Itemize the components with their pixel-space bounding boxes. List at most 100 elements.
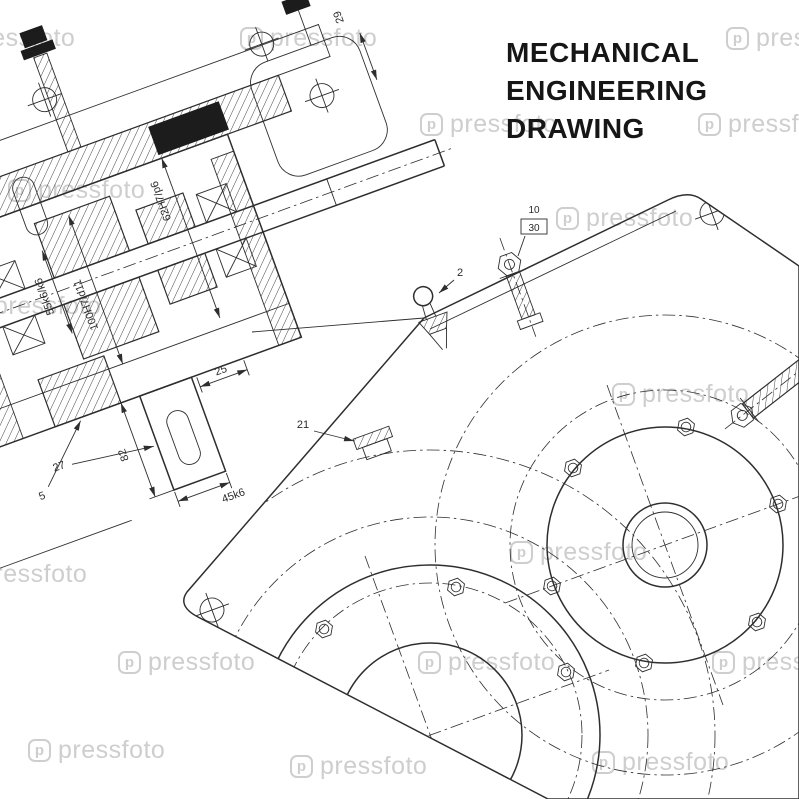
- dim-line-100: [68, 215, 124, 365]
- hole-mark-icon: [298, 72, 346, 120]
- leader-27: [71, 445, 154, 465]
- title-line-2: ENGINEERING: [506, 75, 708, 106]
- leader-2: [438, 279, 455, 294]
- bottom-boss: [37, 355, 122, 428]
- dim-label-10: 10: [528, 205, 540, 216]
- leader-30: [517, 235, 526, 257]
- dim-box-30: [520, 218, 548, 235]
- oil-plug: [352, 425, 394, 461]
- watermark: p pressfoto: [712, 648, 799, 677]
- watermark: p pressfoto: [556, 204, 693, 233]
- housing-right-wall: [210, 150, 302, 346]
- ext-line: [149, 488, 176, 500]
- plate-outline: [183, 194, 799, 799]
- dim-label-5: 5: [37, 490, 47, 503]
- mounting-bracket: [138, 376, 227, 491]
- watermark-text: pressfoto: [642, 380, 750, 408]
- dim-label-27: 27: [51, 459, 67, 474]
- housing-floor-line: [0, 302, 290, 414]
- gear-section: [33, 195, 131, 279]
- watermark-text: pressfoto: [728, 110, 799, 138]
- watermark-logo-icon: p: [28, 739, 51, 762]
- watermark-text: pressfoto: [586, 204, 694, 232]
- bearing-bore-inner: [622, 502, 708, 588]
- pinion-section: [157, 252, 218, 305]
- hex-bolt-icon: [554, 661, 578, 683]
- watermark-text: pressfoto: [0, 560, 88, 588]
- corner-hole-icon: [188, 586, 236, 634]
- cover-bolt: [19, 25, 82, 153]
- edge-stud: [724, 353, 799, 432]
- watermark-text: pressfoto: [320, 752, 428, 780]
- watermark-logo-icon: p: [510, 541, 533, 564]
- page-title: MECHANICAL ENGINEERING DRAWING: [506, 34, 708, 148]
- hex-bolt-icon: [312, 618, 336, 640]
- object-line: [251, 317, 425, 333]
- watermark-logo-icon: p: [118, 651, 141, 674]
- flange-inner-edge: [429, 210, 677, 330]
- side-panel: [250, 35, 388, 177]
- dim-label-30: 30: [528, 223, 540, 234]
- bearing-bore-step: [631, 511, 699, 579]
- dark-section: [148, 101, 229, 156]
- watermark-logo-icon: p: [420, 113, 443, 136]
- object-line: [0, 519, 132, 624]
- dim-line-45: [177, 482, 230, 502]
- ext-line: [225, 472, 233, 489]
- watermark-text: pressfoto: [448, 648, 556, 676]
- hex-bolt-icon: [444, 576, 468, 598]
- ext-line: [174, 491, 181, 508]
- watermark: p pressfoto: [28, 736, 165, 765]
- dim-label-45k6: 45k6: [220, 486, 247, 505]
- watermark: p pressfoto: [418, 648, 555, 677]
- bearing-bore-outer: [546, 426, 784, 664]
- cover-bore-inner: [337, 642, 523, 799]
- bolt-circle: [277, 582, 583, 799]
- cover-nut: [281, 0, 312, 46]
- leader-5: [47, 420, 82, 487]
- ext-line: [115, 394, 142, 406]
- leader-21: [313, 430, 355, 442]
- ext-line: [196, 377, 203, 393]
- dim-label-82: 82: [116, 447, 131, 463]
- dim-label-2: 2: [457, 267, 463, 279]
- dim-line-55: [41, 250, 73, 334]
- watermark-logo-icon: p: [712, 651, 735, 674]
- bracket-slot: [166, 410, 201, 465]
- watermark: p pressfoto: [612, 380, 749, 409]
- watermark-logo-icon: p: [612, 383, 635, 406]
- hex-bolt-icon: [632, 652, 656, 674]
- reducer-section-view: 62H7/p6 55k6/k6 100H7/d11 82 45k6 25 29 …: [0, 0, 454, 624]
- dim-label-29: 29: [331, 9, 346, 25]
- title-line-1: MECHANICAL: [506, 37, 700, 68]
- pitch-circle: [183, 449, 716, 799]
- cover-bore-outer: [259, 564, 601, 799]
- centerline: [251, 669, 610, 799]
- dim-line-25: [200, 369, 248, 388]
- title-line-3: DRAWING: [506, 113, 645, 144]
- watermark-logo-icon: p: [556, 207, 579, 230]
- watermark-text: pressfoto: [58, 736, 166, 764]
- hex-bolt-icon: [745, 611, 769, 633]
- dim-line-29: [359, 32, 378, 80]
- centerline: [606, 384, 724, 706]
- watermark-text: pressfoto: [540, 538, 648, 566]
- stud-assembly: [494, 237, 544, 337]
- centerline: [364, 555, 496, 799]
- watermark: p pressfoto: [510, 538, 647, 567]
- hex-bolt-icon: [561, 457, 585, 479]
- bearing-left: [0, 259, 46, 356]
- breather-plug: [412, 285, 448, 351]
- watermark-text: pressfoto: [742, 648, 799, 676]
- shaft-top-line: [0, 138, 436, 341]
- watermark-logo-icon: p: [418, 651, 441, 674]
- dim-label-21: 21: [297, 419, 309, 431]
